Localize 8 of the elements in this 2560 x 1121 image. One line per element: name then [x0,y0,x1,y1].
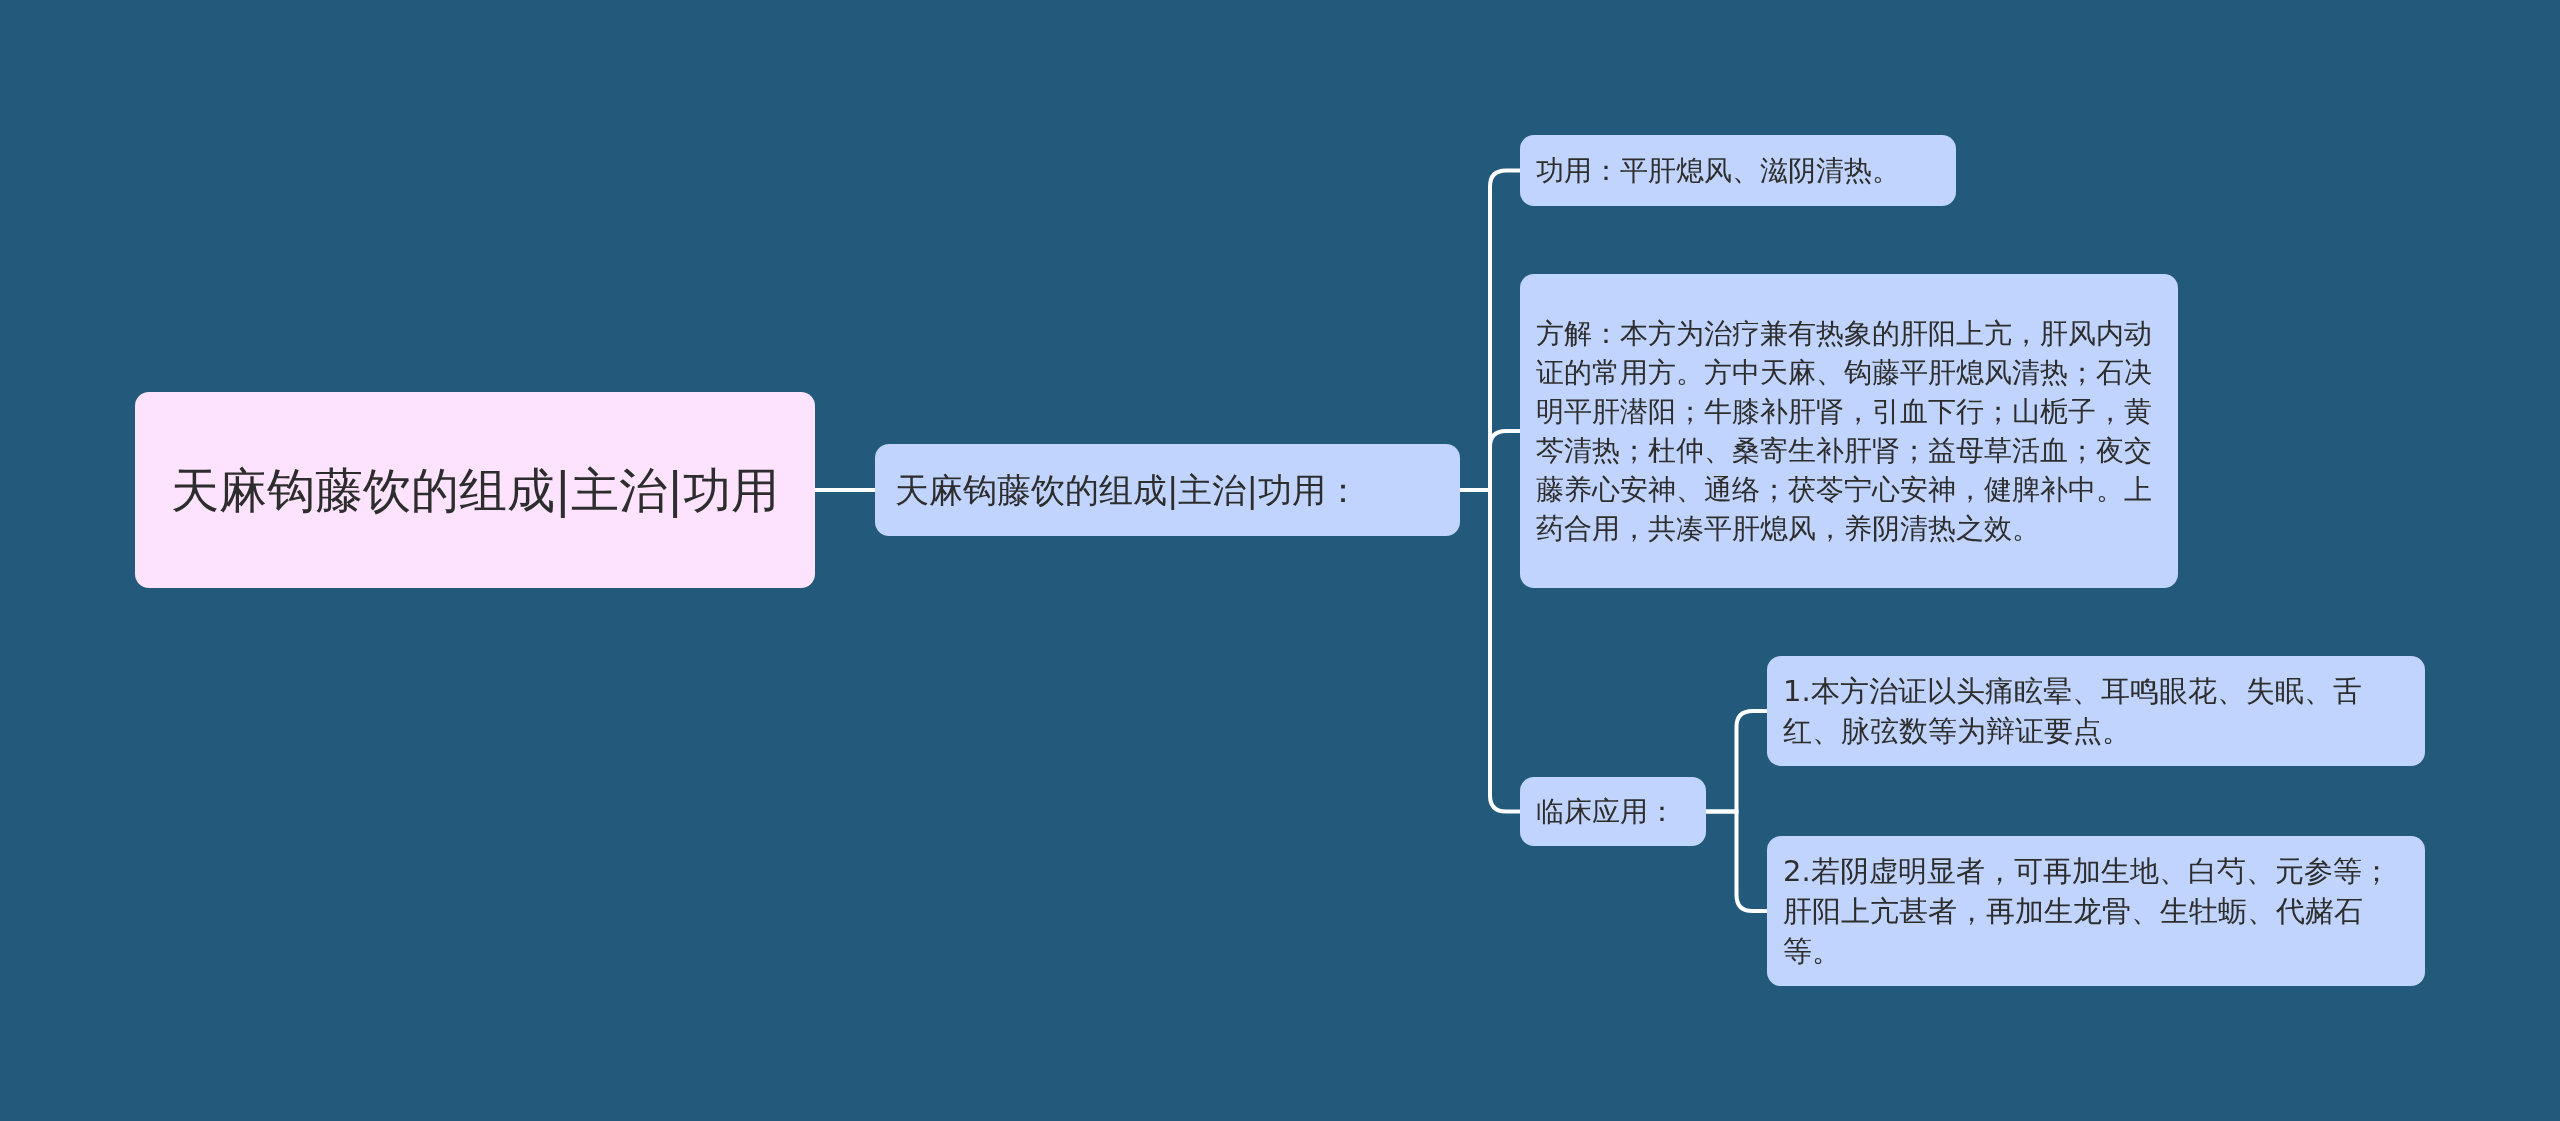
branch-box: 方解：本方为治疗兼有热象的肝阳上亢，肝风内动证的常用方。方中天麻、钩藤平肝熄风清热；石决明平肝潜阳；牛膝补肝肾，引血下行；山栀子，黄芩清热；杜仲、桑寄生补肝肾；益母草活血；夜交藤养心安神、通络；茯苓宁心安神，健脾补中。上药合用，共凑平肝熄风，养阴清热之效。 [1520,274,2178,588]
branch-box: 天麻钩藤饮的组成|主治|功用： [875,444,1460,536]
leaf-box: 2.若阴虚明显者，可再加生地、白芍、元参等；肝阳上亢甚者，再加生龙骨、生牡蛎、代赭石等。 [1767,836,2425,986]
branch-box: 临床应用： [1520,777,1706,846]
topic-box: 天麻钩藤饮的组成|主治|功用 [135,392,815,588]
leaf-box: 1.本方治证以头痛眩晕、耳鸣眼花、失眠、舌红、脉弦数等为辩证要点。 [1767,656,2425,766]
connector [815,488,875,492]
branch-box: 功用：平肝熄风、滋阴清热。 [1520,135,1956,206]
